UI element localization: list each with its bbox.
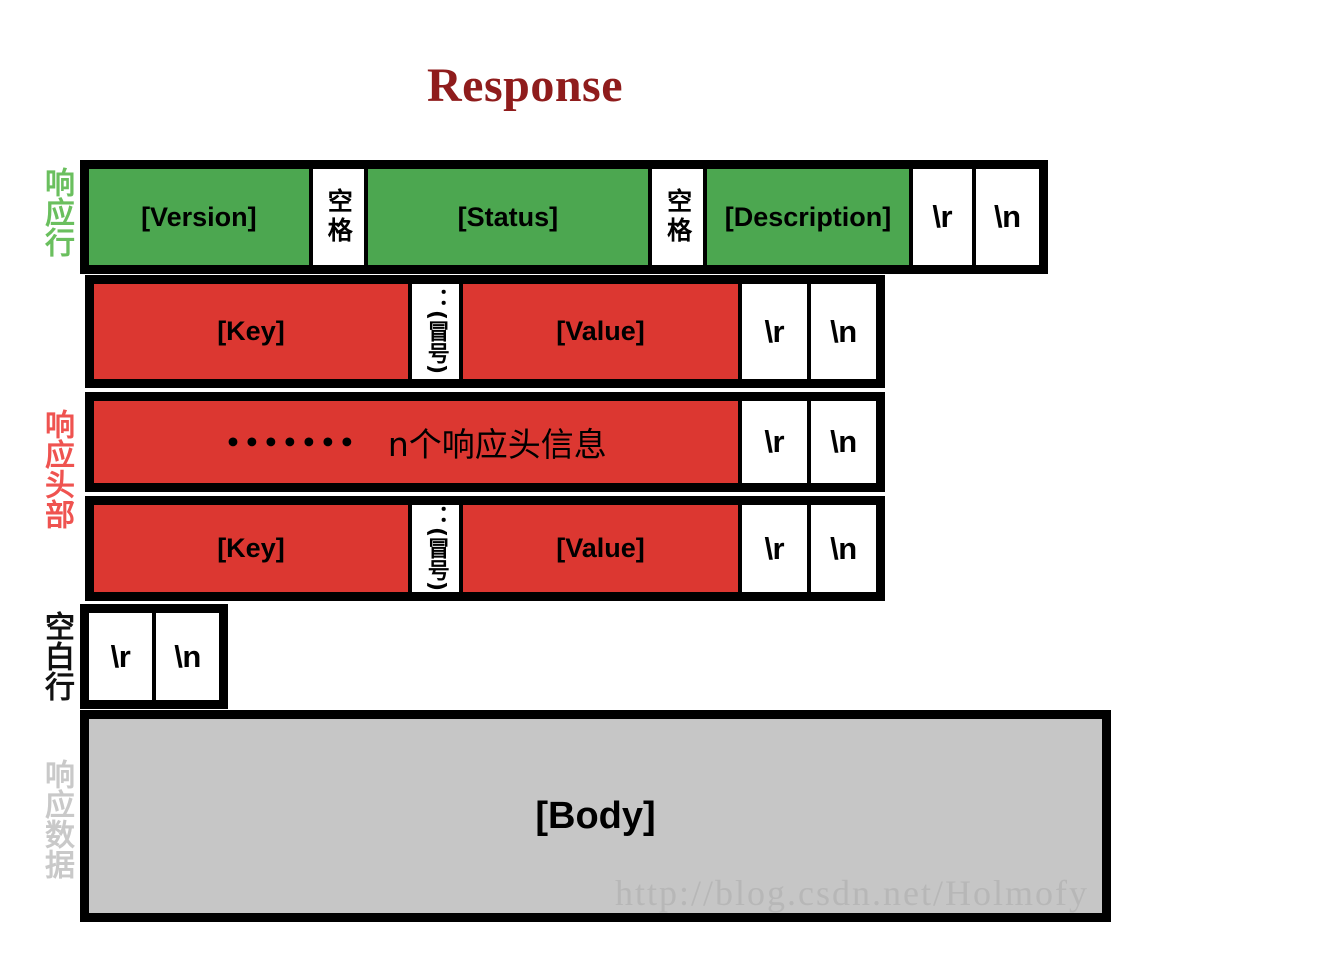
- cell-colon-separator: ：(冒号): [411, 284, 460, 379]
- page-title: Response: [426, 59, 624, 112]
- response-header-row-first: [Key] ：(冒号) [Value] \r \n: [85, 275, 885, 388]
- colon-label: ：(冒号): [423, 288, 449, 375]
- cell-colon-separator: ：(冒号): [411, 505, 460, 592]
- cell-space-separator-2: 空格: [652, 169, 704, 265]
- space-label-1: 空格: [324, 188, 354, 246]
- cell-carriage-return: \r: [741, 401, 807, 483]
- cell-carriage-return: \r: [912, 169, 972, 265]
- cell-header-value: [Value]: [463, 505, 738, 592]
- cell-header-count-note: ••••••• n个响应头信息: [94, 401, 738, 483]
- cell-header-key: [Key]: [94, 284, 408, 379]
- header-count-label: n个响应头信息: [387, 425, 607, 464]
- side-label-response-body: 响应数据: [39, 759, 74, 879]
- cell-body: [Body]: [89, 719, 1102, 913]
- response-header-row-last: [Key] ：(冒号) [Value] \r \n: [85, 496, 885, 601]
- cell-header-key: [Key]: [94, 505, 408, 592]
- ellipsis-dots: •••••••: [224, 427, 358, 457]
- blank-line-row: \r \n: [80, 604, 228, 709]
- cell-description: [Description]: [707, 169, 909, 265]
- side-label-blank-line: 空白行: [39, 611, 74, 701]
- cell-line-feed: \n: [975, 169, 1039, 265]
- cell-carriage-return: \r: [741, 284, 807, 379]
- cell-line-feed: \n: [810, 401, 876, 483]
- cell-line-feed: \n: [156, 613, 219, 700]
- response-line-row: [Version] 空格 [Status] 空格 [Description] \…: [80, 160, 1048, 274]
- colon-label: ：(冒号): [423, 505, 449, 592]
- response-body-row: [Body]: [80, 710, 1111, 922]
- cell-space-separator-1: 空格: [312, 169, 364, 265]
- cell-line-feed: \n: [810, 284, 877, 379]
- cell-version: [Version]: [89, 169, 309, 265]
- cell-carriage-return: \r: [89, 613, 152, 700]
- cell-line-feed: \n: [810, 505, 877, 592]
- cell-header-value: [Value]: [463, 284, 738, 379]
- space-label-2: 空格: [663, 188, 693, 246]
- side-label-response-line: 响应行: [39, 166, 74, 257]
- cell-carriage-return: \r: [741, 505, 807, 592]
- response-header-row-ellipsis: ••••••• n个响应头信息 \r \n: [85, 392, 885, 492]
- side-label-response-header: 响应头部: [39, 409, 74, 529]
- cell-status: [Status]: [367, 169, 649, 265]
